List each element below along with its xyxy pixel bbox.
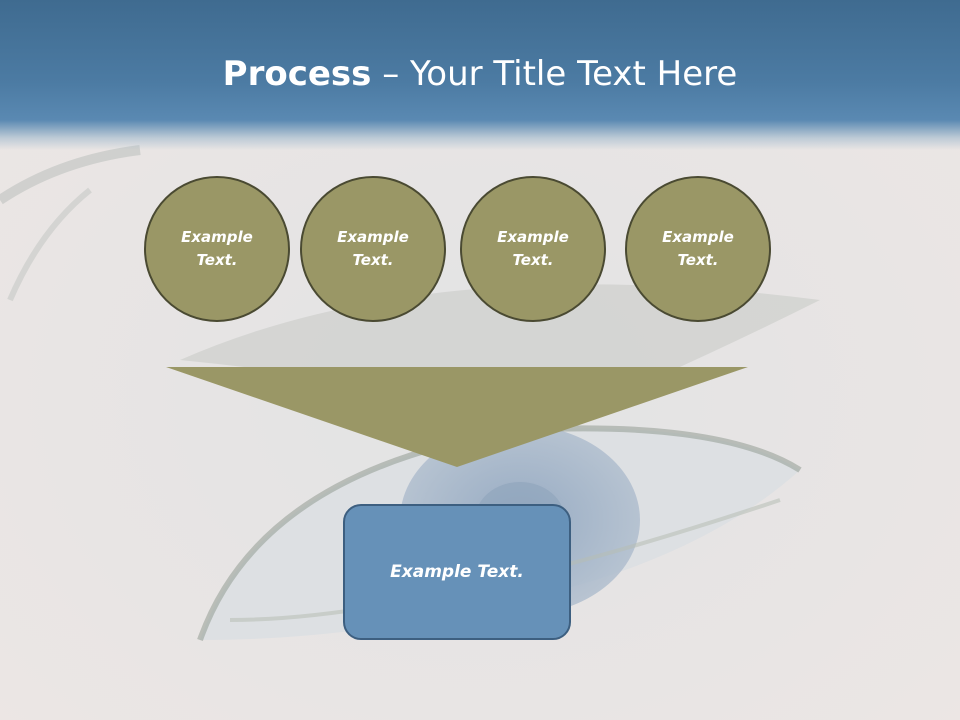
slide-title: Process – Your Title Text Here (0, 52, 960, 96)
title-rest: Your Title Text Here (410, 54, 738, 94)
circle-4-line2: Text. (677, 251, 719, 269)
title-bold: Process (222, 54, 372, 94)
title-separator: – (371, 54, 411, 94)
result-box: Example Text. (343, 504, 571, 640)
result-label: Example Text. (390, 562, 524, 582)
circle-1-line2: Text. (196, 251, 238, 269)
circle-4-line1: Example (662, 228, 734, 246)
circle-3-line1: Example (497, 228, 569, 246)
circle-1-line1: Example (181, 228, 253, 246)
circle-3-line2: Text. (512, 251, 554, 269)
funnel-arrow (166, 367, 748, 467)
circle-2-line2: Text. (352, 251, 394, 269)
circle-2-line1: Example (337, 228, 409, 246)
title-band (0, 0, 960, 150)
